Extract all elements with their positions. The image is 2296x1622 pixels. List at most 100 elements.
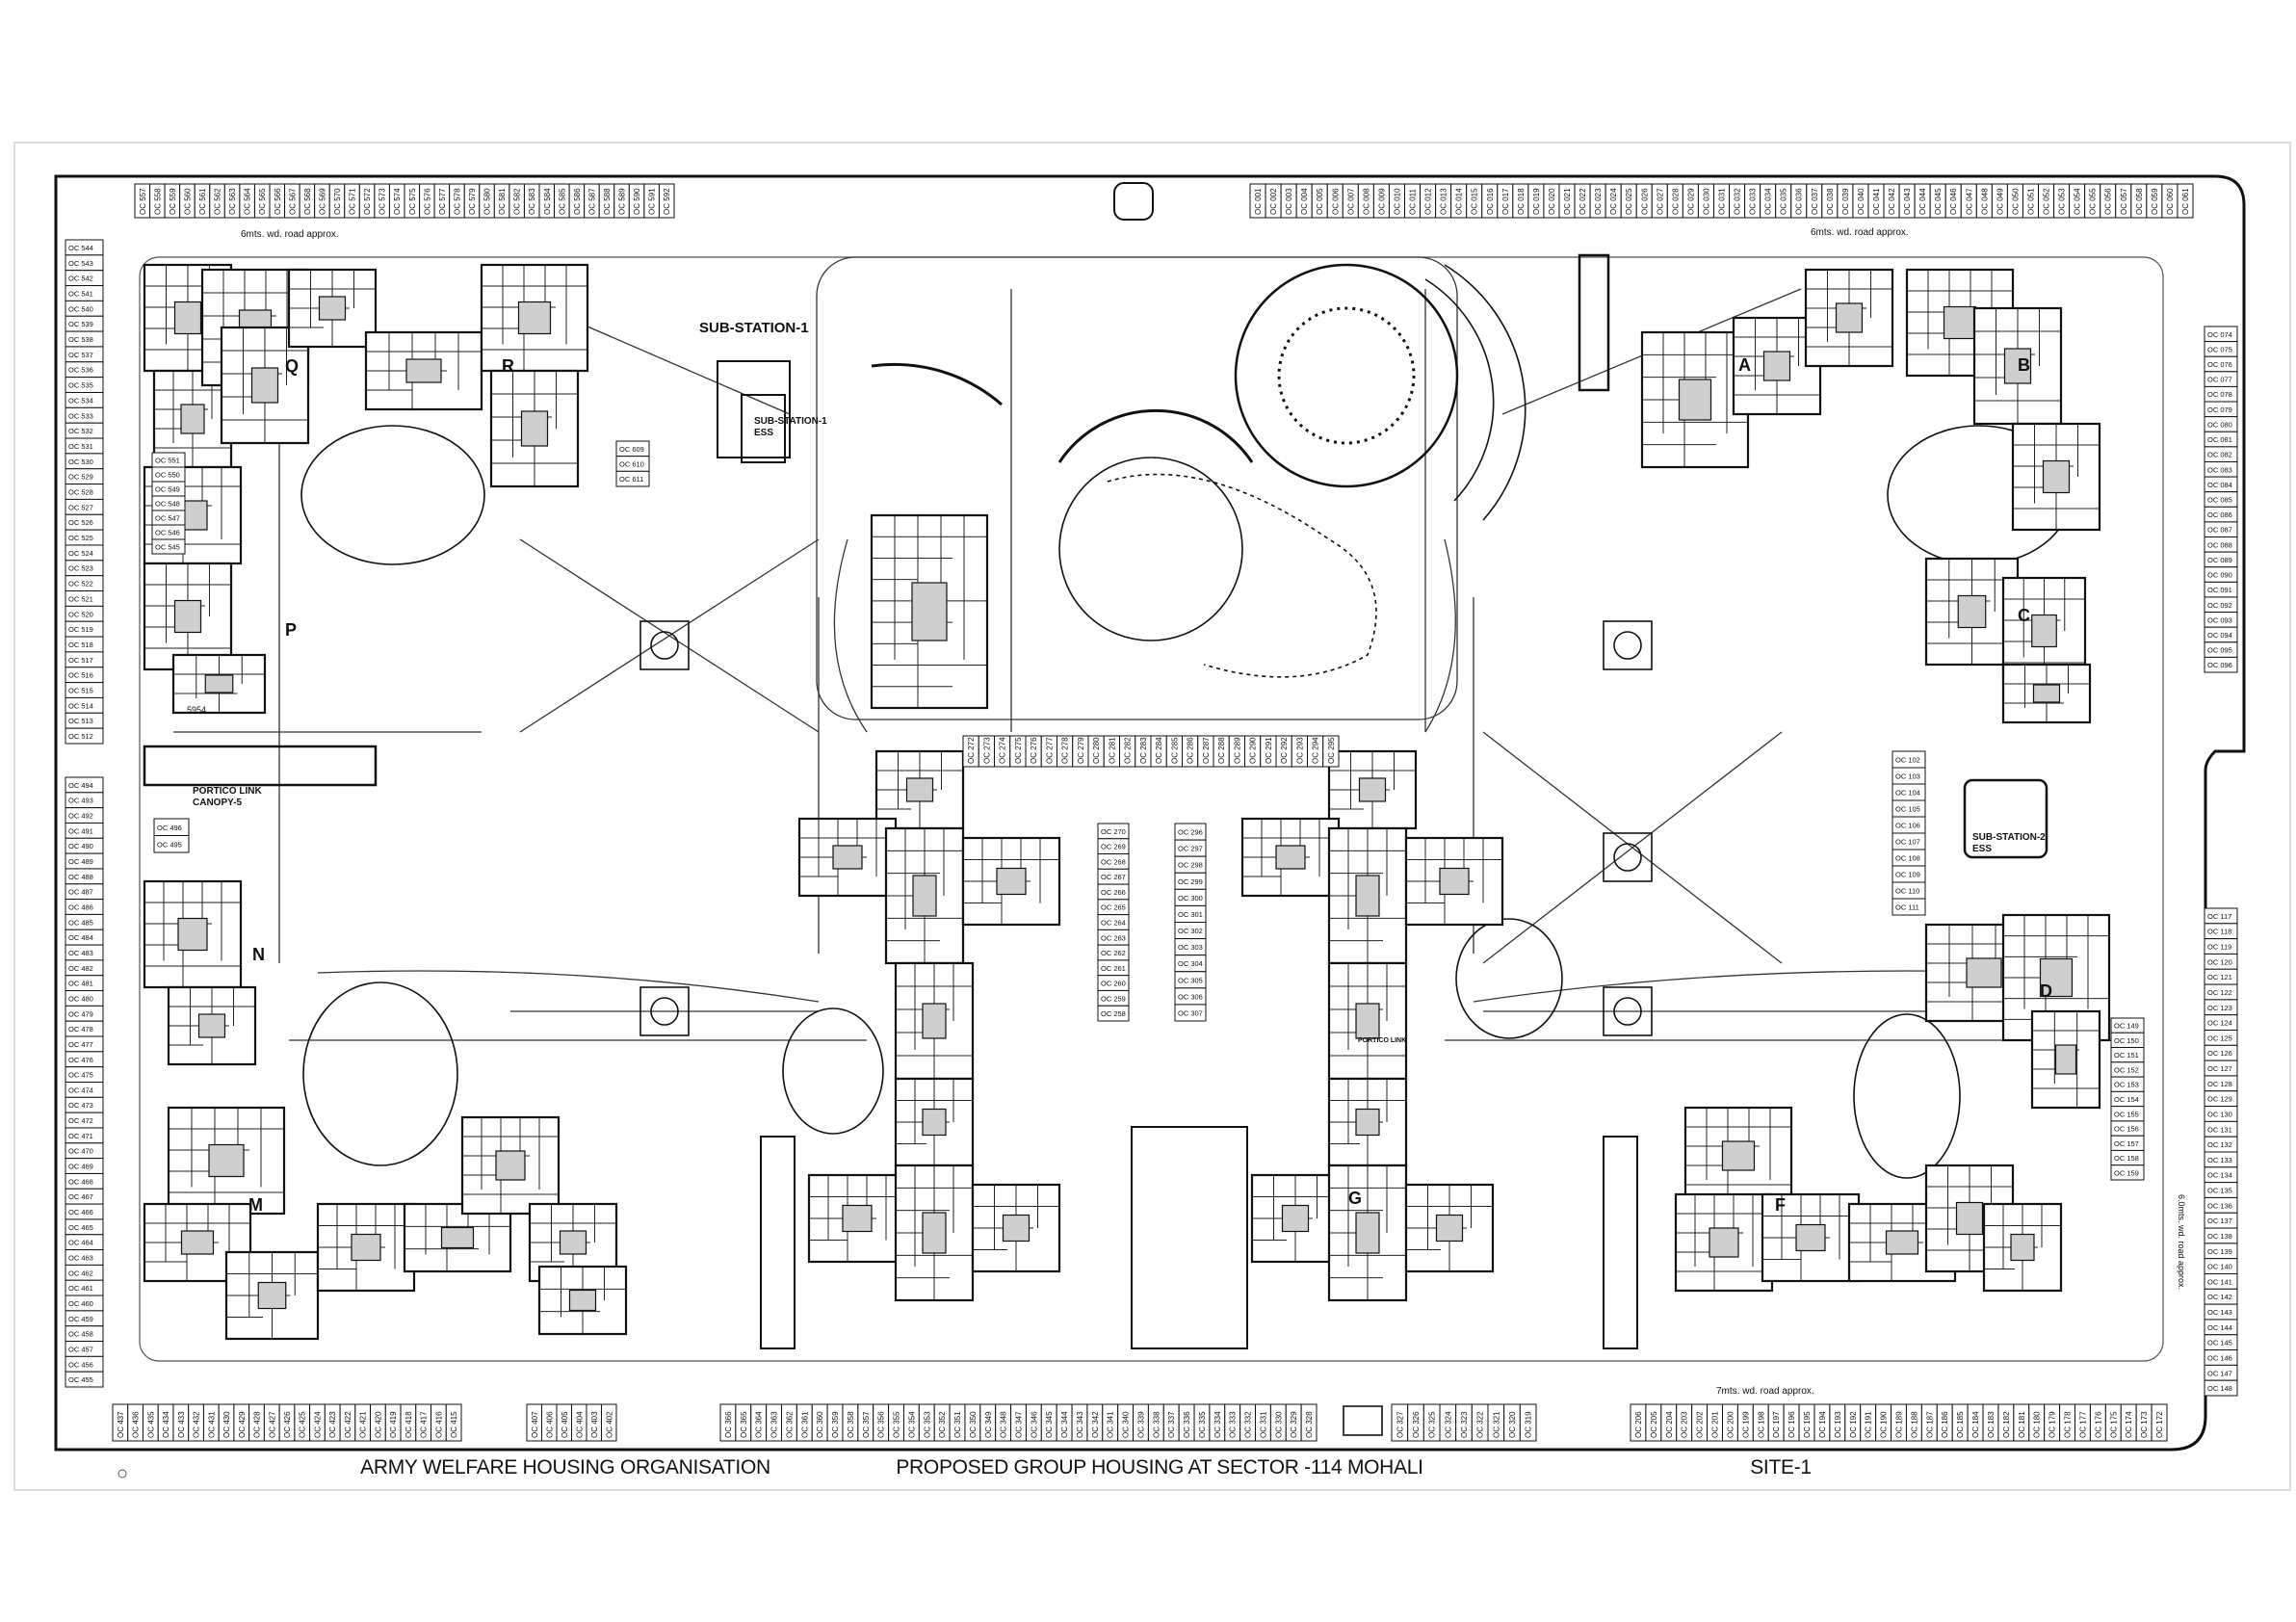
parking-bay: OC 123 (2204, 999, 2238, 1016)
parking-bay-label: OC 177 (2078, 1411, 2087, 1438)
parking-bay: OC 533 (65, 406, 104, 424)
parking-bay: OC 426 (278, 1403, 296, 1442)
parking-bay-label: OC 532 (68, 427, 93, 435)
parking-bay-label: OC 326 (1412, 1411, 1421, 1438)
parking-bay: OC 008 (1357, 183, 1374, 219)
parking-bay-label: OC 030 (1702, 188, 1710, 215)
organisation-title: ARMY WELFARE HOUSING ORGANISATION (360, 1456, 770, 1478)
substation-1-label: SUB-STATION-1 (699, 320, 809, 336)
parking-bay: OC 187 (1920, 1403, 1938, 1442)
parking-bay-label: OC 075 (2207, 345, 2232, 353)
parking-bay-label: OC 155 (2114, 1110, 2139, 1118)
parking-bay-label: OC 194 (1818, 1411, 1827, 1438)
parking-bay: OC 279 (1072, 735, 1089, 768)
parking-bay: OC 527 (65, 498, 104, 515)
amphitheatre-seating (1444, 264, 1526, 521)
parking-bay-label: OC 547 (155, 514, 180, 523)
gazebo-centre (650, 631, 679, 660)
apartment-block (1761, 1192, 1861, 1283)
parking-bay-label: OC 559 (169, 188, 177, 215)
parking-bay-label: OC 323 (1460, 1411, 1469, 1438)
apartment-block (1683, 1106, 1793, 1206)
parking-bay: OC 574 (388, 183, 405, 219)
parking-bay: OC 118 (2204, 923, 2238, 940)
parking-bay-label: OC 339 (1136, 1411, 1145, 1438)
parking-bay-label: OC 136 (2207, 1201, 2232, 1210)
parking-bay-label: OC 172 (2155, 1411, 2164, 1438)
parking-bay-label: OC 052 (2043, 188, 2051, 215)
parking-bay: OC 002 (1265, 183, 1282, 219)
parking-bay-label: OC 003 (1285, 188, 1293, 215)
parking-bay-label: OC 139 (2207, 1247, 2232, 1256)
parking-bay-label: OC 044 (1918, 188, 1927, 215)
parking-bay-label: OC 050 (2011, 188, 2020, 215)
parking-bay: OC 042 (1883, 183, 1900, 219)
parking-bay: OC 130 (2204, 1106, 2238, 1122)
parking-bay: OC 306 (1174, 987, 1207, 1006)
apartment-block (1404, 836, 1504, 927)
parking-bay-label: OC 456 (68, 1360, 93, 1369)
parking-bay-label: OC 205 (1650, 1411, 1658, 1438)
parking-bay-label: OC 425 (299, 1411, 307, 1438)
parking-bay-label: OC 178 (2064, 1411, 2073, 1438)
parking-bay-label: OC 015 (1471, 188, 1479, 215)
parking-bay: OC 545 (151, 538, 186, 555)
landscaped-oval-lawn (1853, 1013, 1961, 1179)
parking-bay-label: OC 183 (1987, 1411, 1996, 1438)
parking-bay-label: OC 478 (68, 1025, 93, 1033)
parking-bay-label: OC 324 (1444, 1411, 1452, 1438)
parking-bay-label: OC 054 (2074, 188, 2082, 215)
parking-bay: OC 305 (1174, 971, 1207, 989)
parking-bay-label: OC 061 (2181, 188, 2190, 215)
parking-bay-label: OC 148 (2207, 1384, 2232, 1393)
parking-bay-label: OC 272 (967, 737, 976, 764)
parking-bay-label: OC 491 (68, 826, 93, 835)
parking-bay: OC 095 (2204, 641, 2238, 658)
parking-bay: OC 276 (1025, 735, 1042, 768)
parking-bay-label: OC 297 (1178, 845, 1203, 853)
gazebo-centre (1613, 997, 1642, 1026)
parking-bay-label: OC 563 (228, 188, 237, 215)
parking-bay-label: OC 186 (1941, 1411, 1949, 1438)
parking-bay-label: OC 586 (573, 188, 582, 215)
parking-bay: OC 572 (358, 183, 376, 219)
parking-bay-label: OC 415 (450, 1411, 458, 1438)
parking-bay: OC 176 (2089, 1403, 2106, 1442)
parking-bay: OC 489 (65, 852, 104, 870)
parking-bay: OC 563 (223, 183, 241, 219)
parking-bay: OC 546 (151, 524, 186, 540)
apartment-block (460, 1115, 561, 1216)
parking-bay: OC 580 (479, 183, 495, 219)
ramp (1578, 253, 1610, 392)
parking-bay-label: OC 569 (318, 188, 326, 215)
club-house-stairs (871, 362, 1003, 406)
parking-bay: OC 261 (1097, 959, 1130, 977)
parking-bay: OC 109 (1892, 865, 1926, 883)
parking-bay-label: OC 043 (1903, 188, 1912, 215)
parking-bay-label: OC 513 (68, 717, 93, 725)
parking-bay-label: OC 338 (1152, 1411, 1161, 1438)
parking-bay: OC 522 (65, 575, 104, 592)
parking-bay-label: OC 404 (575, 1411, 584, 1438)
parking-bay-label: OC 357 (862, 1411, 871, 1438)
parking-bay: OC 436 (127, 1403, 144, 1442)
parking-bay-label: OC 278 (1061, 737, 1070, 764)
parking-bay-label: OC 365 (740, 1411, 748, 1438)
parking-bay: OC 464 (65, 1234, 104, 1251)
parking-bay: OC 278 (1057, 735, 1074, 768)
parking-bay: OC 174 (2120, 1403, 2137, 1442)
parking-bay: OC 272 (962, 735, 979, 768)
parking-bay-label: OC 094 (2207, 631, 2232, 640)
parking-bay: OC 191 (1860, 1403, 1877, 1442)
tower-label: Q (285, 356, 299, 376)
parking-bay: OC 422 (339, 1403, 356, 1442)
parking-bay: OC 420 (370, 1403, 386, 1442)
parking-bay: OC 539 (65, 315, 104, 332)
parking-bay-label: OC 422 (344, 1411, 352, 1438)
site-boundary (54, 174, 2246, 1452)
parking-bay: OC 204 (1660, 1403, 1678, 1442)
